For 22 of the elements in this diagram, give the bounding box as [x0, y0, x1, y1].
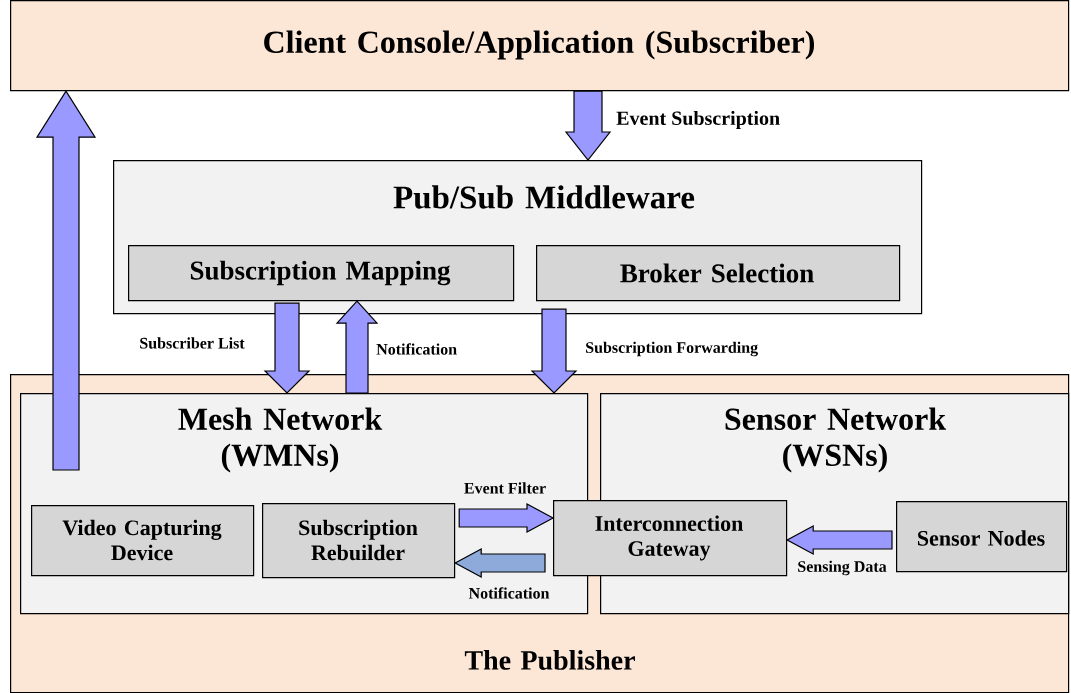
block-arrow [785, 525, 893, 555]
edge-label: Event Filter [464, 482, 546, 494]
block-arrow [530, 308, 578, 394]
edge-label: Subscriber List [140, 337, 245, 349]
block-arrow [564, 90, 612, 161]
block-arrow [335, 300, 379, 394]
edge-label: Subscription Forwarding [586, 341, 758, 357]
component-box: Broker Selection [536, 245, 901, 302]
block-arrow [458, 503, 555, 533]
component-box: Sensor Nodes [896, 501, 1068, 573]
edge-label: Notification [376, 343, 457, 355]
gateway-box: Interconnection Gateway [553, 500, 788, 577]
edge-label: Notification [468, 587, 550, 599]
edge-label: Event Subscription [616, 110, 780, 130]
component-box: Subscription Rebuilder [262, 503, 456, 579]
block-arrow [35, 90, 97, 471]
block-arrow [453, 548, 546, 578]
edge-label: Sensing Data [798, 560, 887, 576]
component-box: Subscription Mapping [128, 245, 515, 302]
title-band: Client Console/Application (Subscriber) [10, 0, 1070, 92]
component-box: Video Capturing Device [31, 505, 255, 577]
block-arrow [263, 302, 311, 394]
